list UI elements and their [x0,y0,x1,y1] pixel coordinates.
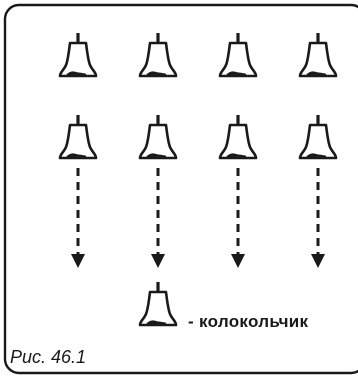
dashed-down-arrow [231,168,245,268]
legend-label: - колокольчик [188,312,309,331]
arrow-row [71,168,325,268]
bell-icon [138,31,178,79]
bell-icon [218,113,258,161]
bell-row-top [58,31,338,79]
figure-frame [3,3,358,375]
figure-caption: Рис. 46.1 [10,347,87,367]
bell-icon [298,113,338,161]
bell-icon [58,31,98,79]
legend-bell-icon [138,280,178,328]
bell-icon [138,113,178,161]
bell-icon [218,31,258,79]
dashed-down-arrow [151,168,165,268]
bell-row-bottom [58,113,338,161]
dashed-down-arrow [311,168,325,268]
dashed-down-arrow [71,168,85,268]
bell-icon [298,31,338,79]
bell-icon [58,113,98,161]
